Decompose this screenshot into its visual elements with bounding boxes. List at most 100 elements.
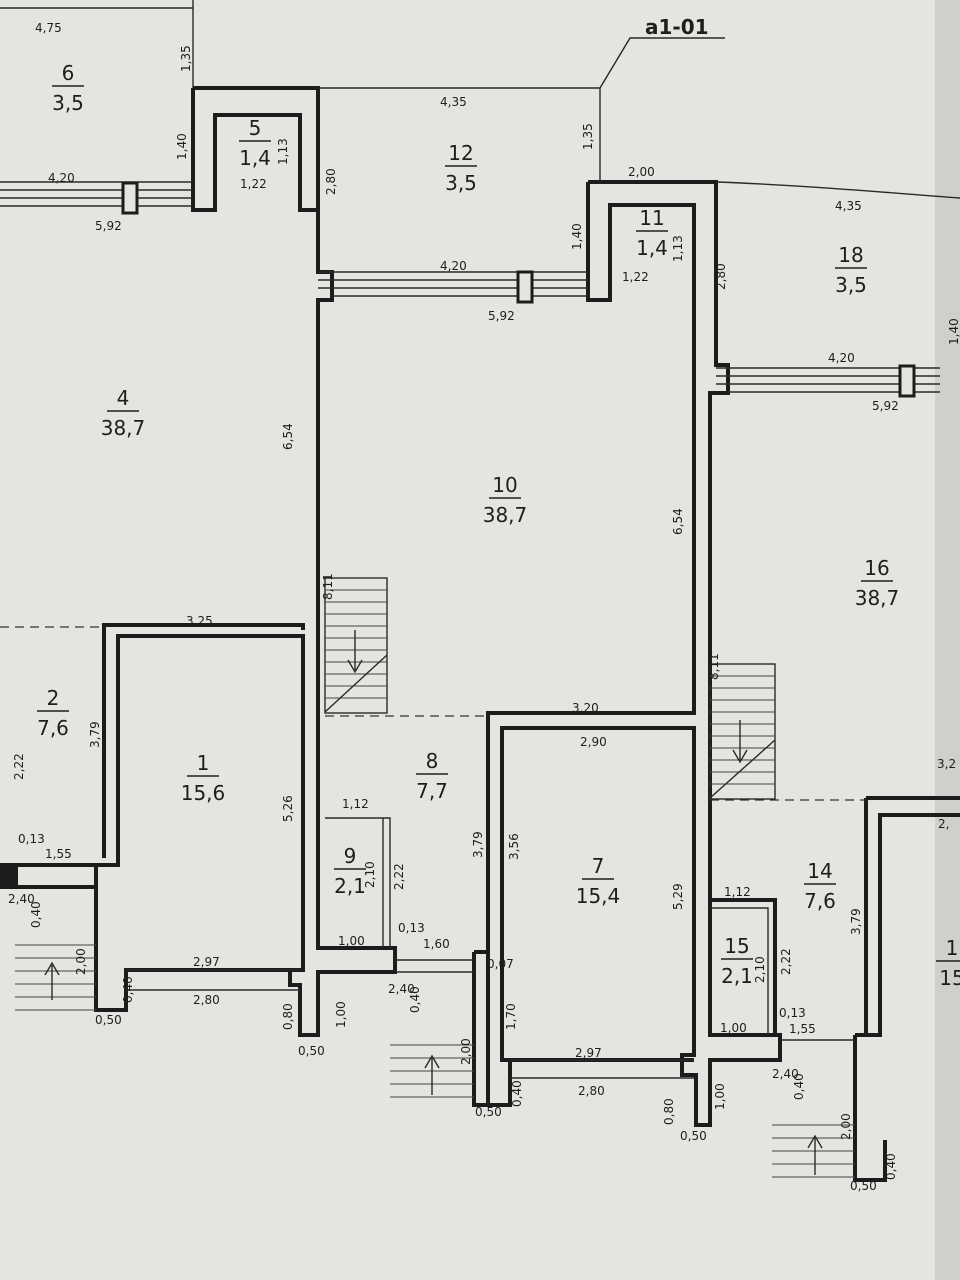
- room-number: 8: [426, 749, 439, 773]
- entrance-steps: [15, 944, 855, 1178]
- dimension-label: 1,40: [947, 318, 960, 345]
- dimension-label: 1,00: [334, 1001, 348, 1028]
- dimension-label: 0,40: [510, 1080, 524, 1107]
- dimension-label: 1,55: [789, 1022, 816, 1036]
- room-area: 3,5: [52, 91, 84, 115]
- stairs-right: [709, 663, 776, 800]
- room-number: 16: [864, 556, 889, 580]
- dimension-label: 3,79: [849, 908, 863, 935]
- dimension-label: 0,40: [408, 986, 422, 1013]
- dimension-label: 2,80: [578, 1084, 605, 1098]
- dimension-label: 5,26: [281, 795, 295, 822]
- dimension-label: 2,10: [753, 956, 767, 983]
- room-1-label: 115,6: [181, 751, 226, 805]
- dimension-label: 5,92: [872, 399, 899, 413]
- dimension-label: 5,92: [95, 219, 122, 233]
- room-number: 14: [807, 859, 832, 883]
- right-unit-walls: [710, 796, 960, 1182]
- dimension-label: 0,40: [792, 1073, 806, 1100]
- dimension-label: 0,40: [29, 901, 43, 928]
- dimension-label: 1,70: [504, 1003, 518, 1030]
- dimension-label: 4,35: [440, 95, 467, 109]
- room-area: 3,5: [445, 171, 477, 195]
- dimension-label: 2,22: [392, 863, 406, 890]
- dimension-label: 4,35: [835, 199, 862, 213]
- dimension-label: 4,20: [440, 259, 467, 273]
- dimension-label: 0,50: [680, 1129, 707, 1143]
- partitions: [0, 0, 960, 1035]
- dimension-label: 2,22: [12, 753, 26, 780]
- dimension-label: 2,22: [779, 948, 793, 975]
- dimension-label: 0,50: [475, 1105, 502, 1119]
- paper-shadow-edge: [935, 0, 960, 1280]
- dimension-label: 2,00: [459, 1038, 473, 1065]
- dimension-label: 0,50: [298, 1044, 325, 1058]
- room-area: 15,6: [181, 781, 226, 805]
- dimension-label: 2,80: [714, 263, 728, 290]
- dimension-label: 3,56: [507, 833, 521, 860]
- dimension-label: 2,97: [575, 1046, 602, 1060]
- room-area: 7,7: [416, 779, 448, 803]
- dimension-label: 0,07: [487, 957, 514, 971]
- dimension-label: 5,29: [671, 883, 685, 910]
- dimension-label: 1,40: [175, 133, 189, 160]
- dimension-label: 2,40: [388, 982, 415, 996]
- room-9-label: 92,1: [334, 844, 366, 898]
- dimension-label: 3,79: [471, 831, 485, 858]
- room-number: 15: [724, 934, 749, 958]
- dimension-label: 8,11: [321, 573, 335, 600]
- dimension-label: 0,13: [779, 1006, 806, 1020]
- dimension-label: 1,00: [713, 1083, 727, 1110]
- dimension-label: 3,79: [88, 721, 102, 748]
- dimension-label: 2,: [938, 817, 949, 831]
- dimension-label: 2,00: [839, 1113, 853, 1140]
- room-1-label: 115: [936, 936, 960, 990]
- dimension-label: 2,80: [324, 168, 338, 195]
- dimension-label: 1,13: [671, 235, 685, 262]
- dimension-label: 1,22: [622, 270, 649, 284]
- room-area: 2,1: [721, 964, 753, 988]
- room-6-label: 63,5: [52, 61, 84, 115]
- room-4-label: 438,7: [101, 386, 146, 440]
- room-5-label: 51,4: [239, 116, 271, 170]
- room-area: 38,7: [101, 416, 146, 440]
- dimension-label: 4,20: [48, 171, 75, 185]
- dimension-label: 1,00: [720, 1021, 747, 1035]
- dimension-label: 8,11: [707, 653, 721, 680]
- room-number: 7: [592, 854, 605, 878]
- room-area: 1,4: [636, 236, 668, 260]
- room-2-label: 27,6: [37, 686, 69, 740]
- dimension-label: 0,40: [121, 976, 135, 1003]
- dimension-label: 0,50: [95, 1013, 122, 1027]
- dimension-label: 6,54: [671, 508, 685, 535]
- room-14-label: 147,6: [804, 859, 836, 913]
- section-leader: [599, 37, 725, 89]
- room-area: 1,4: [239, 146, 271, 170]
- dimension-label: 1,35: [179, 45, 193, 72]
- dimension-label: 1,60: [423, 937, 450, 951]
- dimension-label: 2,97: [193, 955, 220, 969]
- dimension-label: 1,35: [581, 123, 595, 150]
- room-area: 7,6: [804, 889, 836, 913]
- section-label: a1-01: [645, 15, 709, 39]
- dimension-label: 4,20: [828, 351, 855, 365]
- room-number: 6: [62, 61, 75, 85]
- room-area: 2,1: [334, 874, 366, 898]
- dimension-label: 2,10: [363, 861, 377, 888]
- room-7-label: 715,4: [576, 854, 621, 908]
- room-number: 5: [249, 116, 262, 140]
- dimension-label: 3,2: [937, 757, 956, 771]
- dimension-label: 0,13: [18, 832, 45, 846]
- room-area: 38,7: [855, 586, 900, 610]
- dimension-label: 4,75: [35, 21, 62, 35]
- room-area: 3,5: [835, 273, 867, 297]
- dimension-label: 1,55: [45, 847, 72, 861]
- room-number: 1: [197, 751, 210, 775]
- room-12-label: 123,5: [445, 141, 477, 195]
- dimension-label: 2,90: [580, 735, 607, 749]
- room-8-label: 87,7: [416, 749, 448, 803]
- dimension-label: 1,12: [724, 885, 751, 899]
- room-labels: 115,627,6438,751,463,5715,487,792,11038,…: [37, 61, 960, 990]
- room-area: 15: [939, 966, 960, 990]
